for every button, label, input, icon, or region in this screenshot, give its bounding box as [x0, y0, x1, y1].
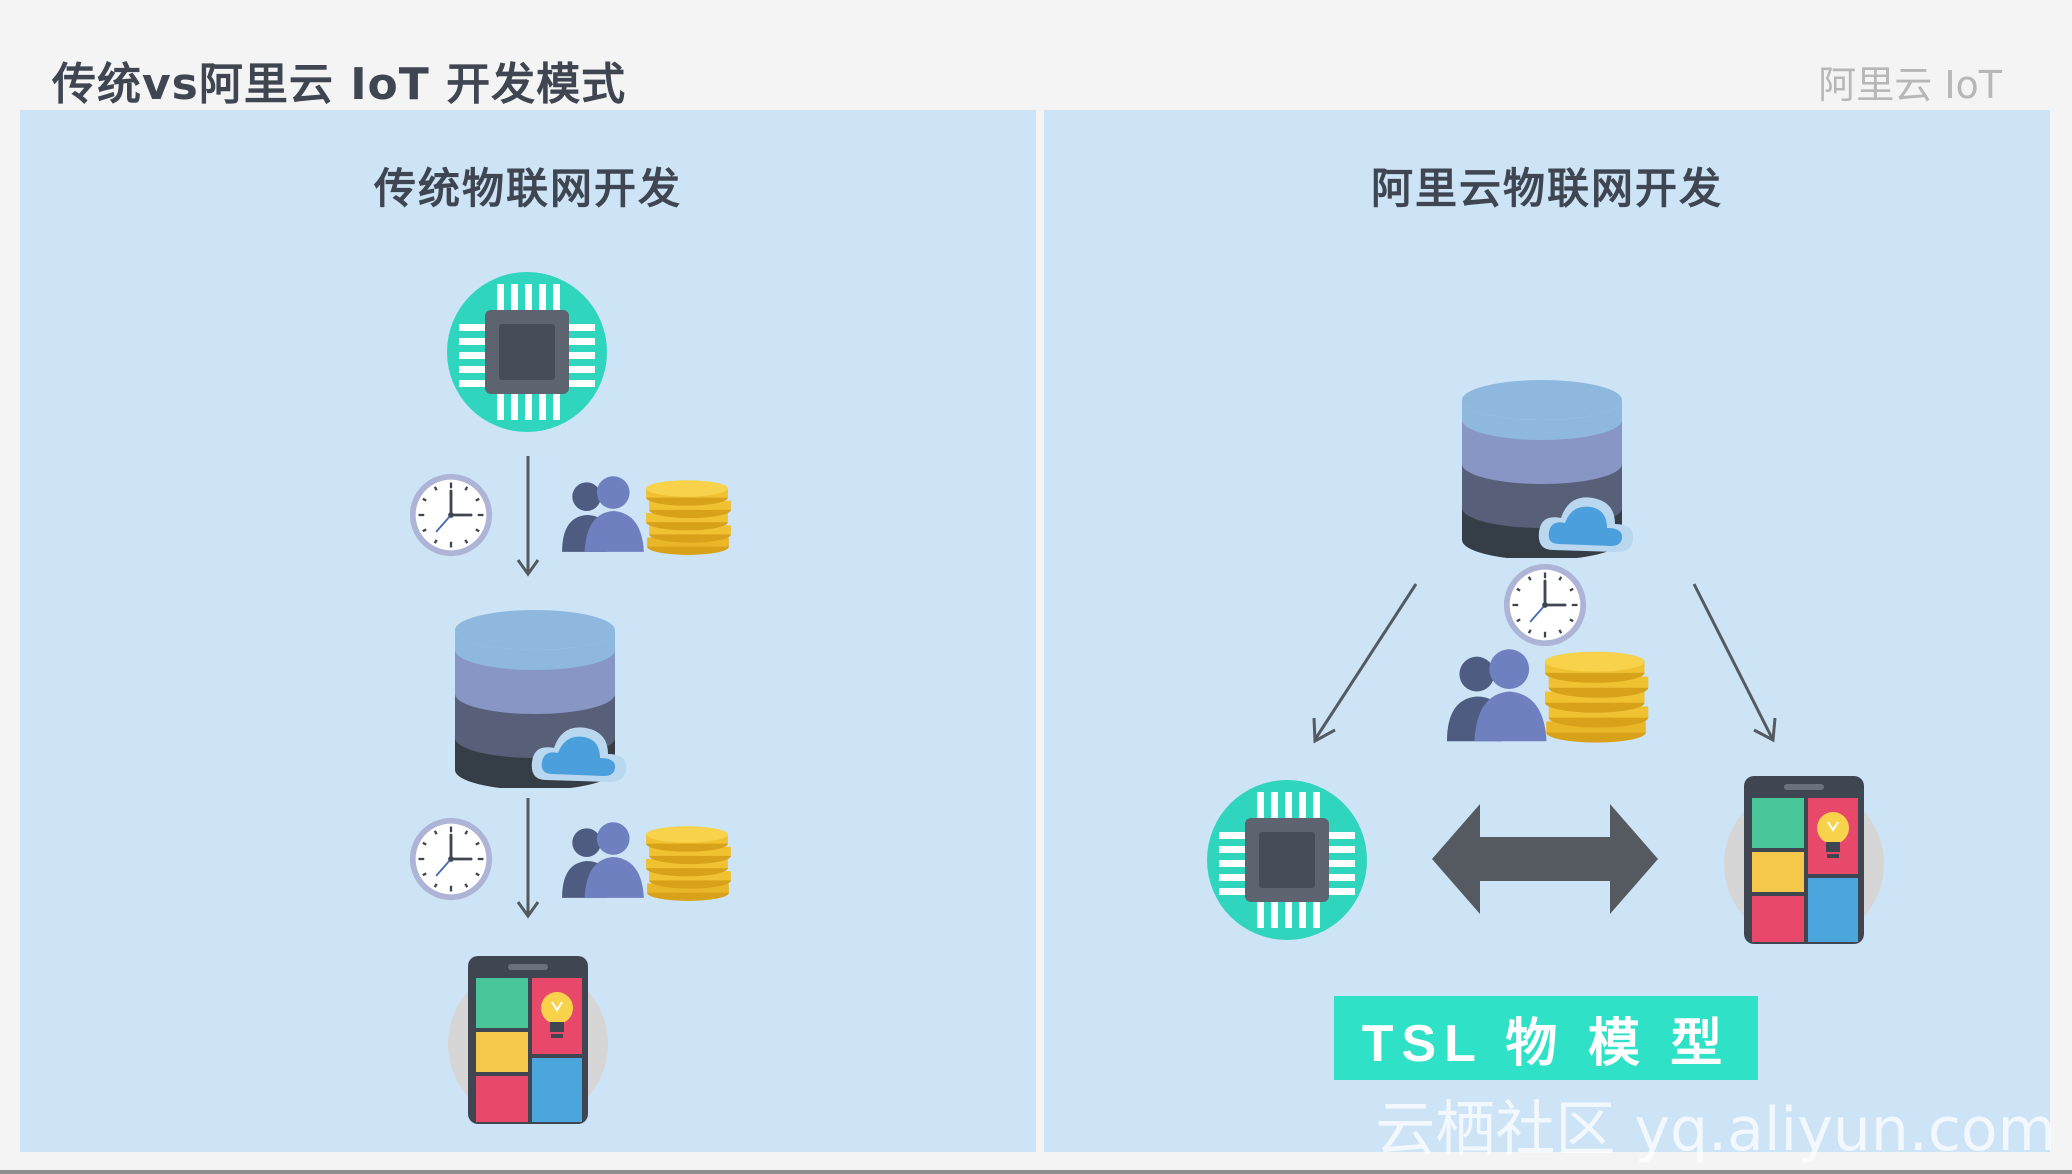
- brand-label: 阿里云 IoT: [1818, 63, 2002, 107]
- coins-icon: [642, 820, 734, 902]
- double-arrow-icon: [1432, 804, 1658, 914]
- bottom-divider: [0, 1170, 2072, 1174]
- aliyun-panel-title: 阿里云物联网开发: [1370, 164, 1723, 213]
- chip-icon: [447, 272, 607, 432]
- chip-icon: [1207, 780, 1367, 940]
- watermark: 云栖社区 yq.aliyun.com: [1375, 1095, 2056, 1165]
- database-cloud-icon: [450, 598, 640, 788]
- down-arrow-icon: [516, 456, 540, 577]
- clock-icon: [408, 816, 494, 902]
- people-icon: [558, 818, 650, 900]
- diagonal-arrow-right-icon: [1692, 583, 1777, 743]
- clock-icon: [408, 472, 494, 558]
- aliyun-panel: 阿里云物联网开发: [1044, 110, 2050, 1152]
- database-cloud-icon: [1457, 368, 1647, 558]
- down-arrow-icon: [516, 798, 540, 919]
- people-icon: [1442, 644, 1554, 744]
- traditional-panel-title: 传统物联网开发: [373, 164, 682, 213]
- phone-app-icon: [448, 956, 608, 1126]
- diagonal-arrow-left-icon: [1312, 583, 1418, 744]
- coins-icon: [1540, 644, 1652, 744]
- coins-icon: [642, 474, 734, 556]
- tsl-model-label: TSL 物 模 型: [1334, 996, 1758, 1080]
- phone-app-icon: [1724, 776, 1884, 946]
- slide-title: 传统vs阿里云 IoT 开发模式: [52, 59, 627, 110]
- clock-icon: [1502, 562, 1588, 648]
- people-icon: [558, 472, 650, 554]
